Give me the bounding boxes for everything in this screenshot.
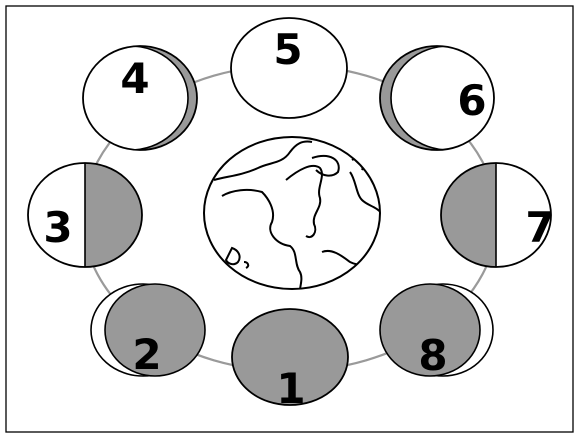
moon-phase-4: 4 bbox=[82, 45, 198, 151]
moon-phase-5: 5 bbox=[230, 17, 348, 119]
phase-label-7: 7 bbox=[525, 203, 554, 252]
moon-phase-2: 2 bbox=[90, 283, 206, 379]
phase-label-3: 3 bbox=[43, 203, 72, 252]
phase-label-4: 4 bbox=[120, 54, 149, 103]
phase-label-6: 6 bbox=[457, 76, 486, 125]
phase-label-8: 8 bbox=[418, 331, 447, 380]
phase-label-1: 1 bbox=[276, 364, 305, 413]
moon-phase-1: 1 bbox=[231, 308, 349, 413]
phase-label-5: 5 bbox=[273, 25, 302, 74]
phase-label-2: 2 bbox=[132, 330, 161, 379]
moon-phase-8: 8 bbox=[379, 283, 494, 380]
moon-phase-6: 6 bbox=[379, 45, 495, 151]
earth-icon bbox=[203, 136, 381, 290]
